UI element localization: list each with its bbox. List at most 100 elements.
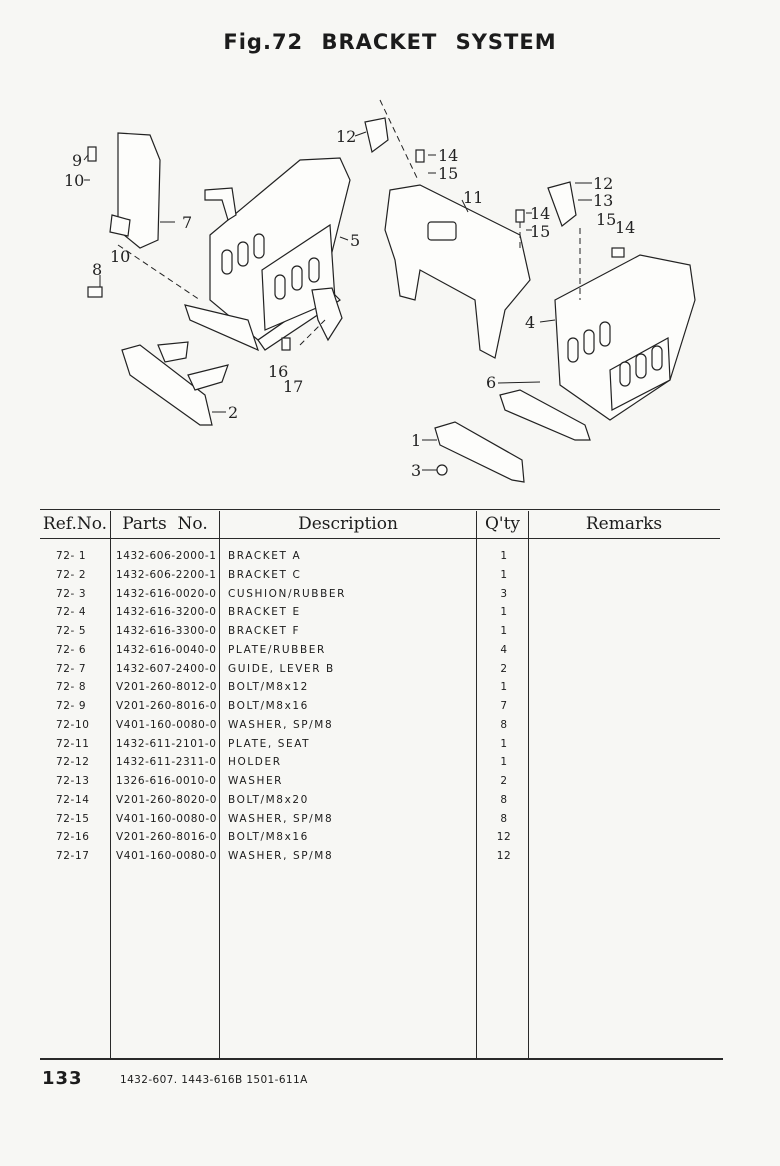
qty-cell: 3 bbox=[500, 587, 508, 600]
part-no-cell: 1432-616-3200-0 bbox=[116, 606, 217, 619]
bracket-a-part bbox=[434, 421, 525, 483]
page-title: Fig.72 BRACKET SYSTEM bbox=[223, 30, 557, 54]
table-row: 72-16 V201-260-8016-0 BOLT/M8x16 12 bbox=[0, 831, 780, 849]
qty-cell: 1 bbox=[500, 681, 508, 694]
qty-cell: 1 bbox=[500, 625, 508, 637]
qty-cell: 8 bbox=[500, 812, 508, 825]
callout-2: 2 bbox=[228, 403, 238, 422]
ref-no-cell: 72- 7 bbox=[56, 662, 87, 675]
col-divider-3 bbox=[476, 511, 477, 1060]
exploded-parts-diagram: 9 10 7 8 10 5 12 14 15 11 14 15 12 13 15… bbox=[64, 99, 696, 483]
part-no-cell: 1432-606-2000-1 bbox=[116, 550, 217, 562]
table-header-rule bbox=[40, 538, 720, 539]
description-cell: BOLT/M8x16 bbox=[228, 831, 309, 844]
bolt-14-right bbox=[611, 247, 625, 258]
callout-5: 5 bbox=[350, 231, 360, 250]
qty-cell: 1 bbox=[500, 606, 508, 619]
description-cell: WASHER, SP/M8 bbox=[228, 812, 334, 825]
col-divider-1 bbox=[110, 511, 111, 1060]
ref-no-cell: 72- 6 bbox=[56, 643, 87, 656]
description-cell: PLATE/RUBBER bbox=[228, 643, 326, 656]
bolt-9 bbox=[87, 146, 97, 162]
ref-no-cell: 72- 4 bbox=[56, 606, 87, 619]
callout-17: 17 bbox=[283, 377, 303, 396]
callout-7: 7 bbox=[182, 213, 192, 232]
ref-no-cell: 72- 9 bbox=[56, 700, 87, 712]
callout-4: 4 bbox=[525, 313, 535, 332]
callout-12: 12 bbox=[336, 127, 356, 146]
part-no-cell: 1432-611-2311-0 bbox=[116, 756, 217, 769]
ref-no-cell: 72-10 bbox=[56, 718, 90, 731]
header-description: Description bbox=[298, 514, 398, 534]
part-no-cell: 1432-611-2101-0 bbox=[116, 737, 217, 750]
page-number: 133 bbox=[42, 1068, 83, 1089]
qty-cell: 4 bbox=[500, 643, 508, 656]
part-no-cell: V201-260-8016-0 bbox=[116, 700, 218, 712]
ref-no-cell: 72-16 bbox=[56, 831, 90, 844]
bracket-c-part bbox=[121, 344, 213, 426]
qty-cell: 8 bbox=[500, 793, 508, 806]
part-no-cell: 1432-616-3300-0 bbox=[116, 625, 217, 637]
qty-cell: 12 bbox=[496, 850, 512, 862]
bolt-16 bbox=[281, 337, 291, 351]
ref-no-cell: 72-17 bbox=[56, 850, 90, 862]
description-cell: WASHER, SP/M8 bbox=[228, 850, 334, 862]
qty-cell: 8 bbox=[500, 718, 508, 731]
ref-no-cell: 72- 5 bbox=[56, 625, 87, 637]
part-no-cell: 1432-616-0040-0 bbox=[116, 643, 217, 656]
callout-13: 13 bbox=[593, 191, 613, 210]
part-no-cell: V401-160-0080-0 bbox=[116, 718, 218, 731]
qty-cell: 1 bbox=[500, 550, 508, 562]
ref-no-cell: 72-14 bbox=[56, 793, 90, 806]
ref-no-cell: 72-13 bbox=[56, 775, 90, 787]
callout-14c: 14 bbox=[615, 218, 635, 237]
callout-15: 15 bbox=[438, 164, 458, 183]
part-no-cell: V401-160-0080-0 bbox=[116, 850, 218, 862]
qty-cell: 1 bbox=[500, 756, 508, 769]
plate-seat-part bbox=[384, 184, 531, 359]
col-divider-2 bbox=[219, 511, 220, 1060]
bolt-14-top bbox=[415, 149, 425, 163]
callout-14: 14 bbox=[438, 146, 458, 165]
description-cell: BOLT/M8x20 bbox=[228, 793, 309, 806]
table-top-rule bbox=[40, 509, 720, 510]
table-row: 72-15 V401-160-0080-0 WASHER, SP/M8 8 bbox=[0, 813, 780, 831]
ref-no-cell: 72- 8 bbox=[56, 681, 87, 694]
footer-note: 1432-607. 1443-616B 1501-611A bbox=[120, 1074, 308, 1086]
ref-no-cell: 72- 1 bbox=[56, 550, 87, 562]
callout-12b: 12 bbox=[593, 174, 613, 193]
qty-cell: 1 bbox=[500, 737, 508, 750]
header-ref-no: Ref.No. bbox=[42, 514, 108, 534]
part-no-cell: V201-260-8020-0 bbox=[116, 793, 218, 806]
description-cell: CUSHION/RUBBER bbox=[228, 587, 347, 600]
part-no-cell: 1432-606-2200-1 bbox=[116, 568, 217, 581]
ref-no-cell: 72-15 bbox=[56, 812, 90, 825]
callout-16: 16 bbox=[268, 362, 288, 381]
part-no-cell: V401-160-0080-0 bbox=[116, 812, 218, 825]
callout-3: 3 bbox=[411, 461, 421, 480]
part-no-cell: V201-260-8016-0 bbox=[116, 831, 218, 844]
callout-14b: 14 bbox=[530, 204, 550, 223]
qty-cell: 12 bbox=[496, 831, 512, 844]
table-row: 72-17 V401-160-0080-0 WASHER, SP/M8 12 bbox=[0, 850, 780, 868]
description-cell: WASHER, SP/M8 bbox=[228, 718, 334, 731]
col-divider-4 bbox=[528, 511, 529, 1060]
qty-cell: 2 bbox=[500, 662, 508, 675]
description-cell: PLATE, SEAT bbox=[228, 737, 311, 750]
ref-no-cell: 72- 3 bbox=[56, 587, 87, 600]
description-cell: BRACKET C bbox=[228, 568, 302, 581]
ref-no-cell: 72- 2 bbox=[56, 568, 87, 581]
bolt-8 bbox=[87, 286, 103, 298]
table-row: 72-14 V201-260-8020-0 BOLT/M8x20 8 bbox=[0, 794, 780, 812]
table-row: 72-10 V401-160-0080-0 WASHER, SP/M8 8 bbox=[0, 719, 780, 737]
description-cell: HOLDER bbox=[228, 756, 282, 769]
